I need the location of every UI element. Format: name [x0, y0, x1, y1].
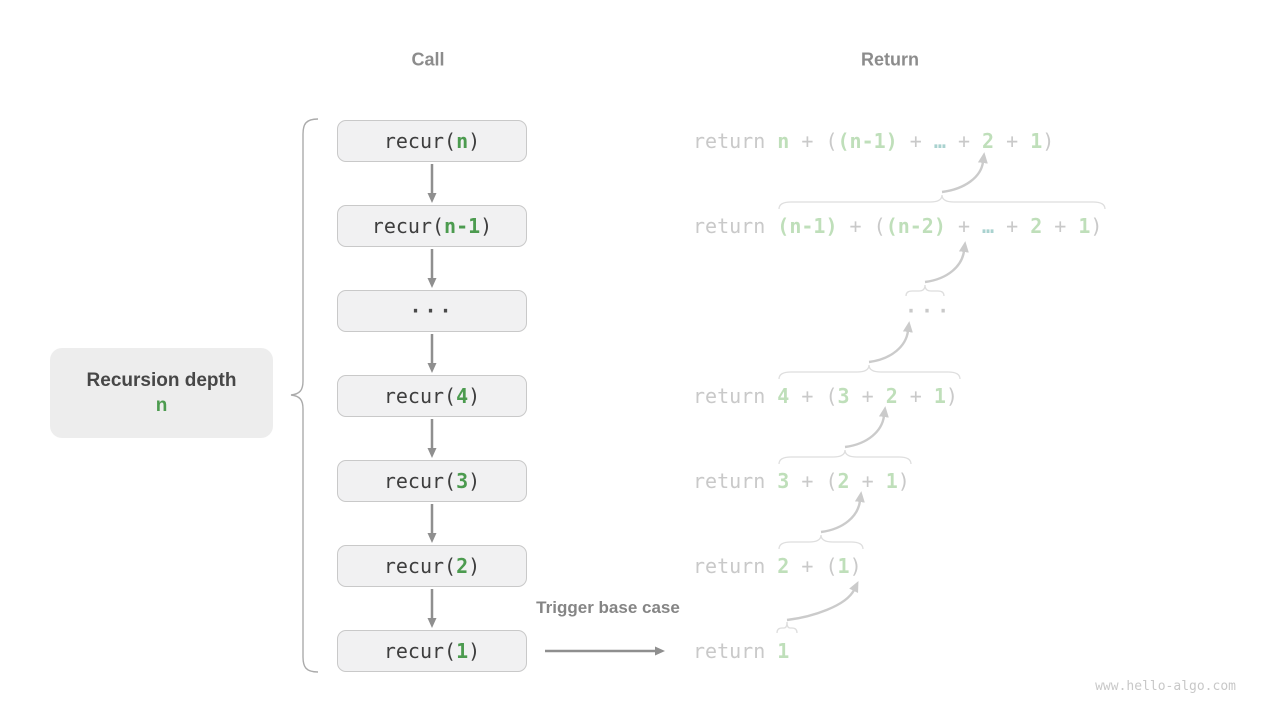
code-segment-code: ): [468, 129, 481, 153]
code-segment-code: recur(: [383, 129, 457, 153]
call-column-header: Call: [411, 49, 445, 70]
overbrace-row-n-1: [778, 194, 1106, 210]
code-segment-op: +: [994, 129, 1031, 153]
code-segment-kw: return: [693, 129, 778, 153]
code-segment-op: + (: [789, 129, 838, 153]
code-segment-num: (n-1): [777, 214, 838, 238]
call-box-recur-3: recur(3): [337, 460, 527, 502]
return-row-n: return n + ((n-1) + … + 2 + 1): [693, 129, 1054, 153]
code-segment-arg: 4: [456, 384, 469, 408]
code-segment-op: +: [897, 384, 934, 408]
code-segment-num: n: [777, 129, 790, 153]
code-segment-num: 4: [777, 384, 790, 408]
return-arrow-6-to-5: [820, 491, 865, 534]
code-segment-num: 2: [1030, 214, 1043, 238]
code-segment-op: + (: [789, 554, 838, 578]
code-segment-code: ): [480, 214, 493, 238]
code-segment-arg: n-1: [444, 214, 481, 238]
overbrace-row-4: [778, 364, 961, 380]
code-segment-code: recur(: [371, 214, 445, 238]
code-segment-op: +: [897, 129, 934, 153]
code-segment-arg: 2: [456, 554, 469, 578]
code-segment-kw: ···: [905, 299, 954, 323]
code-segment-op: +: [1042, 214, 1079, 238]
code-segment-op: + (: [837, 214, 886, 238]
code-segment-num: 2: [982, 129, 995, 153]
code-segment-op: ): [945, 384, 958, 408]
code-segment-num: 2: [885, 384, 898, 408]
code-segment-op: +: [945, 129, 983, 153]
return-row-4: return 4 + (3 + 2 + 1): [693, 384, 958, 408]
code-segment-arg: n: [456, 129, 469, 153]
code-segment-num: 1: [837, 554, 850, 578]
overbrace-row-1: [776, 621, 798, 634]
code-segment-op: ): [1090, 214, 1103, 238]
return-row-2: return 2 + (1): [693, 554, 862, 578]
code-segment-op: + (: [789, 384, 838, 408]
return-column-header: Return: [861, 49, 919, 70]
code-segment-kw: return: [693, 554, 778, 578]
code-segment-num: 3: [837, 384, 850, 408]
return-arrow-3-to-2: [924, 241, 969, 284]
call-box-recur-1: recur(1): [337, 630, 527, 672]
overbrace-row-2: [778, 534, 864, 550]
code-segment-code: ): [468, 469, 481, 493]
code-segment-op: +: [849, 469, 886, 493]
recursion-depth-value: n: [155, 394, 168, 416]
code-segment-num: 2: [837, 469, 850, 493]
code-segment-num: (n-2): [885, 214, 946, 238]
code-segment-arg: 3: [456, 469, 469, 493]
code-segment-code: ): [468, 554, 481, 578]
return-arrow-5-to-4: [844, 406, 889, 449]
code-segment-num: 1: [777, 639, 790, 663]
code-segment-num: 1: [1030, 129, 1043, 153]
code-segment-num: 3: [777, 469, 790, 493]
code-segment-kw: return: [693, 639, 778, 663]
code-segment-code: recur(: [383, 469, 457, 493]
code-segment-code: ): [468, 639, 481, 663]
code-segment-code: recur(: [383, 554, 457, 578]
return-arrow-7-to-6: [786, 581, 859, 622]
return-row-ellipsis: ···: [905, 299, 953, 323]
code-segment-op: +: [945, 214, 983, 238]
code-segment-op: ): [849, 554, 862, 578]
code-segment-code: recur(: [383, 384, 457, 408]
call-box-recur-2: recur(2): [337, 545, 527, 587]
recursion-depth-title: Recursion depth: [86, 369, 237, 391]
code-segment-kw: return: [693, 469, 778, 493]
code-segment-op: ): [897, 469, 910, 493]
recursion-depth-brace: [290, 118, 319, 673]
code-segment-op: +: [849, 384, 886, 408]
call-box-recur-n: recur(n): [337, 120, 527, 162]
code-segment-op: +: [994, 214, 1031, 238]
call-box-recur-4: recur(4): [337, 375, 527, 417]
code-segment-code: recur(: [383, 639, 457, 663]
code-segment-num: 2: [777, 554, 790, 578]
code-segment-dots: …: [933, 129, 946, 153]
return-row-n-1: return (n-1) + ((n-2) + … + 2 + 1): [693, 214, 1102, 238]
overbrace-row-3: [778, 449, 912, 465]
code-segment-num: (n-1): [837, 129, 898, 153]
code-segment-num: 1: [933, 384, 946, 408]
code-segment-code: ): [468, 384, 481, 408]
code-segment-arg: 1: [456, 639, 469, 663]
return-row-3: return 3 + (2 + 1): [693, 469, 910, 493]
return-arrow-4-to-3: [868, 321, 913, 364]
overbrace-row-ellipsis: [905, 284, 945, 297]
trigger-base-case-label: Trigger base case: [536, 598, 680, 617]
return-row-1: return 1: [693, 639, 789, 663]
code-segment-dots: …: [982, 214, 995, 238]
code-segment-kw: return: [693, 384, 778, 408]
code-segment-code: ···: [409, 299, 455, 323]
call-box-recur-n-1: recur(n-1): [337, 205, 527, 247]
code-segment-num: 1: [885, 469, 898, 493]
code-segment-op: + (: [789, 469, 838, 493]
watermark: www.hello-algo.com: [1095, 679, 1236, 694]
code-segment-op: ): [1042, 129, 1055, 153]
call-box-ellipsis: ···: [337, 290, 527, 332]
code-segment-num: 1: [1078, 214, 1091, 238]
return-arrow-2-to-1: [941, 152, 988, 194]
recursion-depth-label: Recursion depth n: [50, 348, 273, 438]
code-segment-kw: return: [693, 214, 778, 238]
